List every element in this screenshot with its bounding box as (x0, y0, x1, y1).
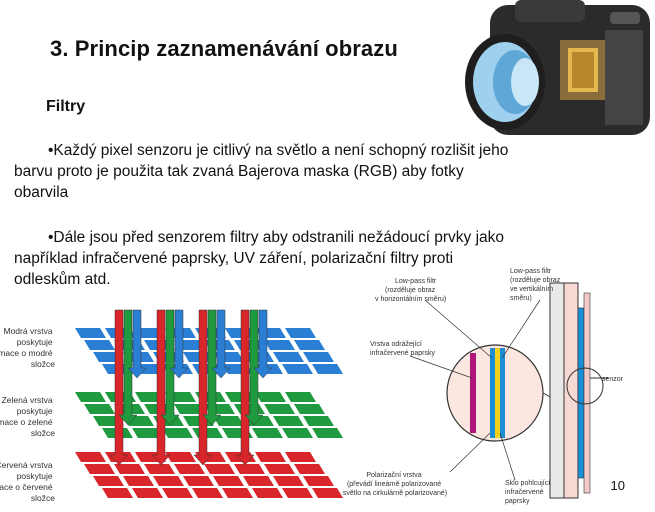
grid-cell (264, 340, 295, 350)
paragraph-bayer-text: •Každý pixel senzoru je citlivý na světl… (14, 142, 509, 201)
slide-title: 3. Princip zaznamenávání obrazu (50, 36, 398, 61)
lowpass-h-label: Low-pass filtr (rozděluje obraz v horizo… (375, 278, 446, 303)
grid-cell (312, 364, 343, 374)
grid-cell (222, 488, 253, 498)
grid-cell (252, 428, 283, 438)
grid-cell (192, 428, 223, 438)
grid-cell (282, 428, 313, 438)
grid-cell (102, 488, 133, 498)
grid-cell (294, 404, 325, 414)
paragraph-filters-text: •Dále jsou před senzorem filtry aby odst… (14, 229, 505, 288)
grid-cell (282, 488, 313, 498)
grid-cell (234, 464, 265, 474)
grid-cell (252, 488, 283, 498)
grid-cell (255, 452, 286, 462)
grid-cell (213, 416, 244, 426)
grid-cell (153, 476, 184, 486)
grid-cell (132, 488, 163, 498)
paragraph-bayer-mask: •Každý pixel senzoru je citlivý na světl… (14, 140, 514, 203)
camera-cutaway-image (465, 0, 650, 135)
grid-cell (303, 416, 334, 426)
lowpass-layer-2 (500, 348, 505, 438)
grid-cell (264, 464, 295, 474)
green-layer-label: Zelená vrstva poskytuje informace o zele… (0, 395, 55, 438)
grid-cell (84, 404, 115, 414)
page-number: 10 (610, 478, 625, 493)
grid-cell (162, 488, 193, 498)
section-heading: Filtry (46, 98, 86, 115)
grid-cell (273, 476, 304, 486)
grid-cell (303, 352, 334, 362)
ir-reflect-label: Vrstva odrážející infračervené paprsky (370, 341, 435, 357)
grid-cell (84, 464, 115, 474)
grid-cell (285, 452, 316, 462)
grid-cell (114, 464, 145, 474)
grid-cell (294, 340, 325, 350)
ir-absorb-label: Sklo pohlcující infračervené paprsky (505, 480, 552, 505)
light-arrow (109, 309, 147, 466)
grid-cell (264, 404, 295, 414)
light-arrows (109, 309, 273, 466)
grid-cell (282, 364, 313, 374)
grid-cell (312, 428, 343, 438)
grid-cell (243, 476, 274, 486)
grid-cell (234, 404, 265, 414)
grid-cell (273, 416, 304, 426)
sensor-label: senzor (602, 376, 624, 383)
grid-cell (285, 328, 316, 338)
polarizing-layer (490, 348, 495, 438)
lowpass-v-label: Low-pass filtr (rozděluje obraz ve verti… (510, 268, 562, 302)
grid-cell (75, 452, 106, 462)
paragraph-filters: •Dále jsou před senzorem filtry aby odst… (14, 227, 514, 290)
grid-cell (294, 464, 325, 474)
ir-reflect-layer (470, 353, 476, 433)
red-layer-label: Červená vrstva poskytuje informace o čer… (0, 460, 55, 503)
light-arrow (193, 309, 231, 466)
lowpass-layer (495, 348, 500, 438)
grid-cell (75, 392, 106, 402)
grid-cell (165, 452, 196, 462)
grid-cell (183, 476, 214, 486)
grid-cell (93, 476, 124, 486)
grid-cell (123, 476, 154, 486)
light-arrow (235, 309, 273, 466)
grid-cell (213, 476, 244, 486)
grid-cell (144, 464, 175, 474)
sensor-filter-figure: Low-pass filtr (rozděluje obraz v horizo… (343, 268, 624, 505)
grid-cell (312, 488, 343, 498)
rgb-layers-figure: Modrá vrstva poskytuje informace o modré… (0, 309, 343, 503)
grid-cell (174, 404, 205, 414)
grid-cell (174, 464, 205, 474)
grid-cell (162, 428, 193, 438)
light-arrow (151, 309, 189, 466)
grid-cell (75, 328, 106, 338)
grid-cell (273, 352, 304, 362)
grid-cell (204, 464, 235, 474)
grid-cell (303, 476, 334, 486)
grid-cell (255, 392, 286, 402)
grid-cell (84, 340, 115, 350)
grid-cell (132, 428, 163, 438)
grid-cell (192, 488, 223, 498)
blue-layer-label: Modrá vrstva poskytuje informace o modré… (0, 326, 55, 369)
red-grid (75, 452, 343, 498)
grid-cell (285, 392, 316, 402)
polarizing-label: Polarizační vrstva (převádí lineárně pol… (343, 472, 447, 497)
